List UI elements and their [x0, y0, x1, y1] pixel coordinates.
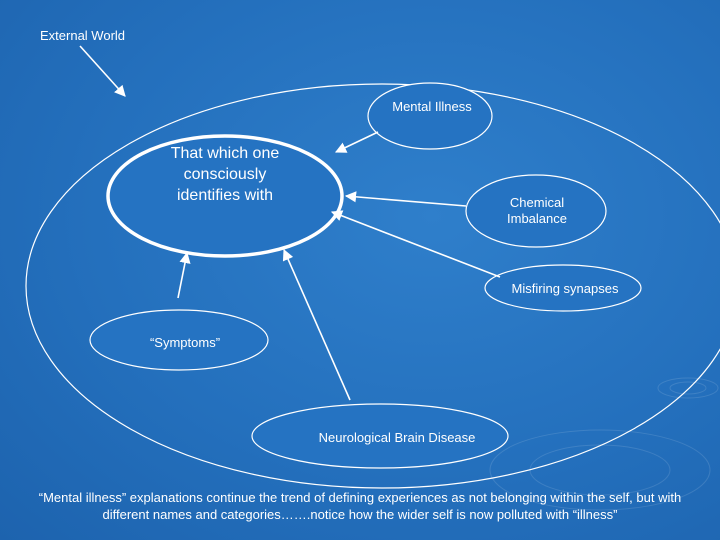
- external-world-label: External World: [40, 28, 126, 43]
- chemical-imbalance-label: Chemical Imbalance: [507, 195, 567, 227]
- self-center-label: That which one consciously identifies wi…: [170, 145, 280, 204]
- neurological-ellipse: [251, 403, 509, 469]
- arrow-misfiring-to-self: [330, 210, 501, 278]
- arrow-chemical-to-self: [344, 191, 467, 207]
- mental-illness-label: Mental Illness: [392, 99, 472, 114]
- symptoms-ellipse: [89, 309, 269, 371]
- self-center-ellipse: [106, 134, 344, 258]
- misfiring-synapses-ellipse: [484, 264, 642, 312]
- wider-self-ellipse: [25, 83, 720, 489]
- chemical-imbalance-ellipse: [465, 174, 607, 248]
- arrow-mental-to-self: [334, 131, 379, 153]
- mental-illness-ellipse: [367, 82, 493, 150]
- arrow-symptoms-to-self: [177, 251, 191, 299]
- misfiring-synapses-label: Misfiring synapses: [511, 281, 619, 296]
- caption-text: “Mental illness” explanations continue t…: [38, 490, 682, 522]
- neurological-label: Neurological Brain Disease: [318, 430, 476, 445]
- arrow-external-to-wider: [79, 45, 126, 97]
- symptoms-label: “Symptoms”: [149, 335, 221, 350]
- arrow-neuro-to-self: [282, 248, 351, 401]
